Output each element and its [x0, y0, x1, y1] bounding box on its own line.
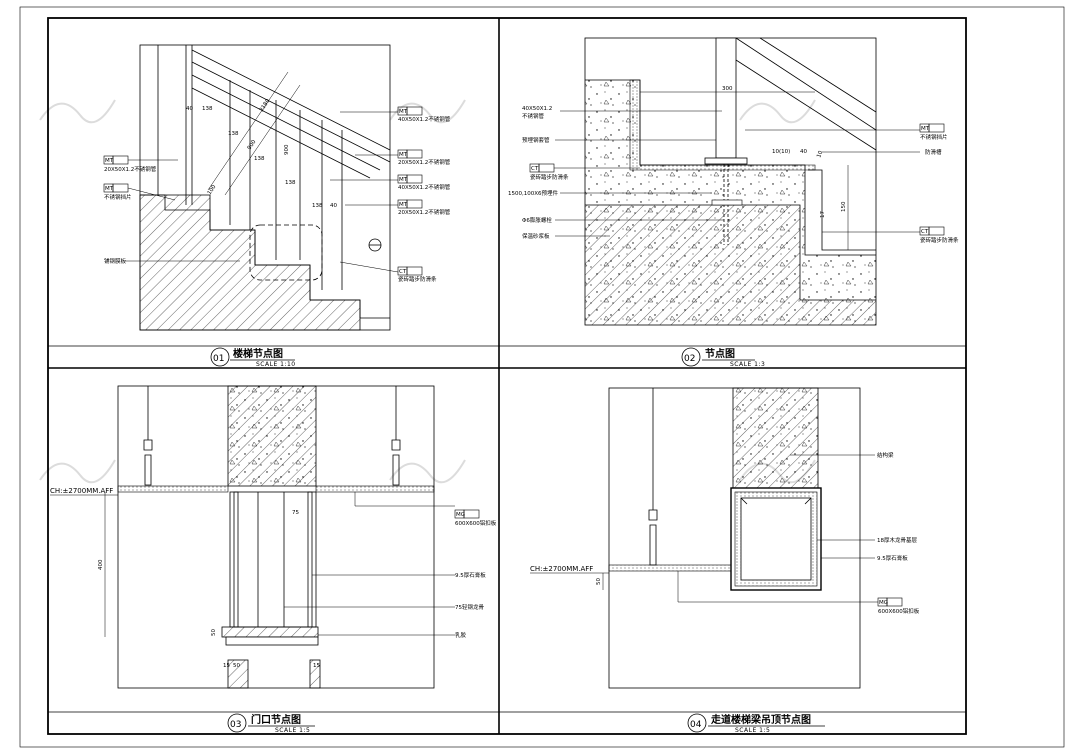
structure-hatch [585, 205, 876, 325]
dim-40b: 40 [330, 203, 337, 209]
tag-ct-left: CT [531, 166, 539, 172]
dim-10-10: 10(10) [772, 149, 790, 155]
dim-15: 15 [223, 663, 230, 669]
dim-138e: 138 [312, 203, 323, 209]
dim-138b: 138 [228, 131, 239, 137]
panel-01-number-circle [210, 347, 230, 367]
dim-900-vert: 900 [284, 144, 290, 155]
dim-100: 100 [207, 184, 218, 196]
note-steel-plate: 铺钢膜板 [104, 257, 127, 265]
dim-15b: 15 [313, 663, 320, 669]
dim-400: 400 [98, 559, 104, 570]
note-beam: 结构梁 [877, 451, 894, 459]
callout-tag-4: MT [399, 202, 408, 208]
dim-50-04: 50 [596, 578, 602, 585]
panel-04-corridor-beam-detail: CH:±2700MM.AFF 50 结构梁 18厚木龙骨基层 9.5厚石膏板 M… [530, 387, 920, 734]
note-tube-material: 不锈钢管 [522, 112, 545, 120]
dim-138d: 138 [285, 180, 296, 186]
left-callout-text-1: 20X50X1.2不锈钢管 [104, 165, 157, 173]
dim-50: 50 [211, 629, 217, 636]
dim-40: 40 [800, 149, 807, 155]
panel-04-title: 走道楼梯梁吊顶节点图 [710, 713, 811, 726]
outer-frame [19, 6, 1065, 748]
dim-138a: 138 [202, 106, 213, 112]
dim-138c: 138 [254, 156, 265, 162]
panel-01-left-callouts: MT 20X50X1.2不锈钢管 MT 不锈钢挡片 [103, 155, 178, 201]
note-latex: 乳胶 [455, 631, 467, 639]
callout-text-4: 20X50X1.2不锈钢管 [398, 208, 451, 216]
dim-2180: 2180 [259, 98, 272, 113]
tag-mg-04: MG [879, 600, 888, 606]
callout-tag-1: MT [399, 109, 408, 115]
dim-300: 300 [722, 86, 733, 92]
panel-03-number-circle [227, 713, 247, 733]
panel-01-title: 楼梯节点图 [233, 347, 283, 360]
callout-tag-2: MT [399, 152, 408, 158]
baluster-tube [715, 37, 737, 159]
tag-mg: MG [456, 512, 465, 518]
ct-left-text: 瓷砖踏步防滑条 [530, 173, 569, 181]
panel-01-callouts: MT 40X50X1.2不锈钢管 MT 20X50X1.2不锈钢管 MT 40X… [330, 106, 451, 216]
inner-frame [47, 17, 967, 735]
dim-150: 150 [841, 201, 847, 212]
mg-text-04: 600X600铝扣板 [878, 607, 920, 615]
ceiling-height-label: CH:±2700MM.AFF [50, 487, 113, 495]
callout-tag-3: MT [399, 177, 408, 183]
tag-mt: MT [921, 126, 930, 132]
dim-17: 17 [820, 211, 826, 218]
panel-03-number: 03 [230, 720, 241, 730]
note-tube-size: 40X50X1.2 [522, 106, 552, 112]
ct-tag: CT [399, 269, 407, 275]
dim-75: 75 [292, 510, 299, 516]
dim-10: 10 [816, 150, 824, 159]
dim-900-diag: 900 [247, 139, 258, 151]
panel-02-scale: SCALE 1:3 [730, 361, 765, 368]
note-bolt: Φ6膨胀螺栓 [522, 216, 552, 224]
tag-ct-right: CT [921, 229, 929, 235]
mg-text: 600X600铝扣板 [455, 519, 497, 527]
dim-50b: 50 [233, 663, 240, 669]
panel-03-doorway-detail: 75 400 50 15 50 15 CH:±2700MM.AFF MG 600… [50, 385, 497, 734]
panel-02-left-notes: 40X50X1.2 不锈钢管 预埋钢套管 1500,100X6预埋件 Φ6膨胀螺… [508, 106, 724, 240]
note-sleeve: 预埋钢套管 [522, 136, 550, 144]
panel-04-scale: SCALE 1:5 [735, 727, 770, 734]
panel-04-number-circle [687, 713, 707, 733]
callout-text-3: 40X50X1.2不锈钢管 [398, 183, 451, 191]
mt-text: 不锈钢挡片 [920, 133, 948, 141]
panel-04-number: 04 [690, 720, 702, 730]
note-antislip-groove: 防滑槽 [925, 148, 942, 156]
note-gypsum-04: 9.5厚石膏板 [877, 554, 908, 562]
ceiling-height-label-04: CH:±2700MM.AFF [530, 565, 593, 573]
panel-03-scale: SCALE 1:5 [275, 727, 310, 734]
callout-text-1: 40X50X1.2不锈钢管 [398, 115, 451, 123]
left-callout-tag-2: MT [105, 186, 114, 192]
panel-01-scale: SCALE 1:10 [256, 361, 296, 368]
callout-text-2: 20X50X1.2不锈钢管 [398, 158, 451, 166]
panel-02-title: 节点图 [705, 347, 735, 360]
left-callout-tag-1: MT [105, 158, 114, 164]
note-wood-keel: 18厚木龙骨基层 [877, 536, 917, 544]
panel-03-title: 门口节点图 [251, 713, 301, 726]
dim-40: 40 [186, 106, 193, 112]
note-gypsum: 9.5厚石膏板 [455, 571, 486, 579]
detail-callout-box [249, 224, 323, 281]
panel-01-stair-detail: 900 2180 100 40 138 138 138 138 138 40 9… [103, 44, 451, 368]
note-embed: 1500,100X6预埋件 [508, 189, 559, 197]
tile-layer [629, 79, 816, 171]
left-callout-text-2: 不锈钢挡片 [104, 193, 132, 201]
panel-02-node-detail: 300 10(10) 40 10 17 150 40X50X1.2 不锈钢管 预… [508, 37, 959, 368]
panel-02-number-circle [681, 347, 701, 367]
ct-text: 瓷砖踏步防滑条 [398, 275, 437, 283]
note-keel: 75轻钢龙骨 [455, 603, 484, 611]
note-board: 保温砂浆板 [522, 232, 550, 240]
panel-02-number: 02 [684, 354, 695, 364]
panel-01-number: 01 [213, 354, 224, 364]
ct-right-text: 瓷砖踏步防滑条 [920, 236, 959, 244]
